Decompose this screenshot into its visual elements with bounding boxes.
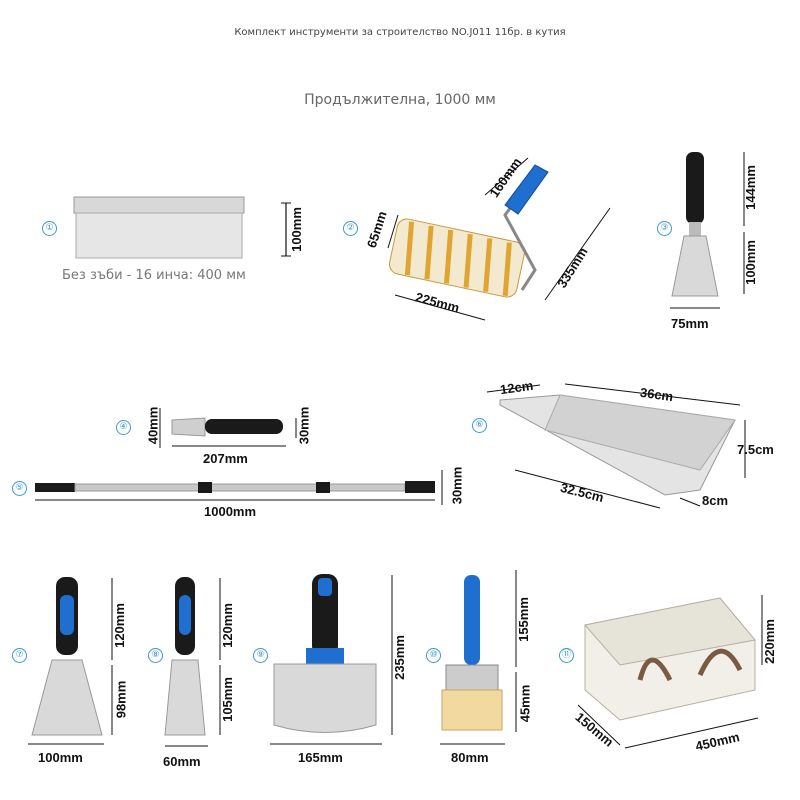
tool-5-pole (35, 470, 443, 505)
dim-10-width: 80mm (451, 750, 489, 765)
tool-8-multi-tool (164, 577, 221, 747)
dim-8-width: 60mm (163, 754, 201, 769)
dim-3-handle: 144mm (742, 165, 758, 210)
tool-7-putty-knife (28, 577, 113, 745)
item-number-1: ① (42, 221, 57, 236)
tool-9-wide-scraper (270, 574, 393, 745)
dim-7-handle: 120mm (111, 603, 127, 648)
item-number-10: ⑩ (426, 648, 441, 663)
item-number-4: ④ (116, 420, 131, 435)
dim-5-length: 1000mm (204, 504, 257, 519)
item-number-3: ③ (657, 221, 672, 236)
dim-6-width: 8cm (702, 493, 729, 508)
page-title: Комплект инструменти за строителство NO.… (234, 27, 566, 38)
dim-9-width: 165mm (298, 750, 343, 765)
dim-11-height: 220mm (761, 619, 777, 664)
dim-6-height: 7.5cm (737, 442, 774, 457)
dim-4-handle: 30mm (296, 406, 312, 445)
tool-6-pan (486, 383, 746, 509)
dim-3-blade: 100mm (742, 240, 758, 285)
dim-10-bristles: 45mm (517, 684, 533, 723)
tool-10-brush (440, 570, 517, 745)
page-subtitle: Продължителна, 1000 мм (304, 92, 496, 108)
dim-3-width: 75mm (671, 316, 709, 331)
dim-1-height: 100mm (288, 207, 304, 252)
item-number-9: ⑨ (253, 648, 268, 663)
item-number-8: ⑧ (148, 648, 163, 663)
item-number-11: ⑪ (559, 648, 574, 663)
tool-4-small-scraper (159, 408, 297, 448)
dim-10-handle: 155mm (515, 597, 531, 642)
dim-4-blade: 40mm (145, 406, 161, 445)
dim-8-handle: 120mm (219, 603, 235, 648)
dim-8-blade: 105mm (219, 677, 235, 722)
dim-7-width: 100mm (38, 750, 83, 765)
dim-7-blade: 98mm (113, 680, 129, 719)
tool-11-bag (577, 595, 763, 749)
blade-note: Без зъби - 16 инча: 400 мм (62, 268, 246, 283)
item-number-6: ⑥ (472, 418, 487, 433)
item-number-5: ⑤ (12, 481, 27, 496)
tool-2-roller (387, 157, 611, 321)
tool-3-scraper (670, 152, 745, 309)
item-number-7: ⑦ (12, 648, 27, 663)
dim-5-diameter: 30mm (449, 466, 465, 505)
dim-4-length: 207mm (203, 451, 248, 466)
dim-9-length: 235mm (391, 635, 407, 680)
item-number-2: ② (343, 221, 358, 236)
tool-1-blade (73, 196, 291, 259)
